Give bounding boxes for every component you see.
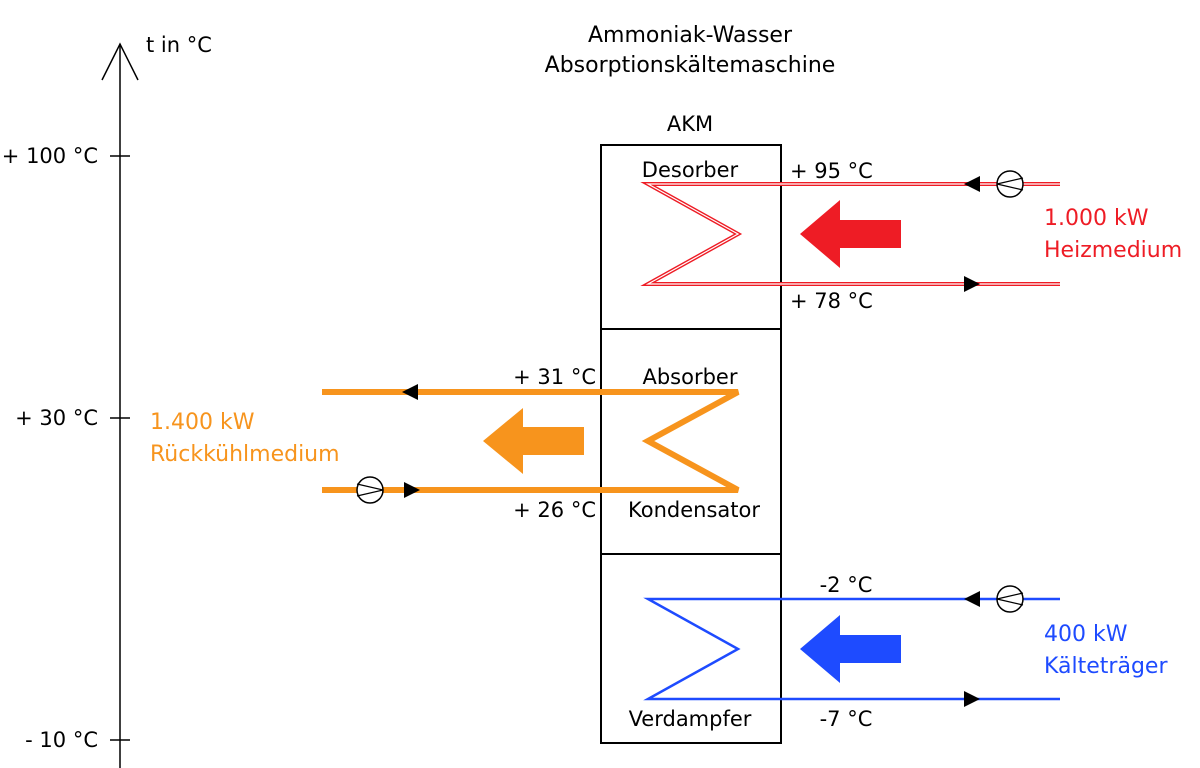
pump-icon xyxy=(356,476,384,504)
cooling-power: 1.400 kW xyxy=(150,410,255,435)
pump-icon xyxy=(996,170,1024,198)
title-line-2: Absorptionskältemaschine xyxy=(545,53,836,78)
flow-arrow-icon xyxy=(964,591,980,607)
cooling-return-circuit xyxy=(322,384,740,504)
heat-flow-arrow-icon xyxy=(800,615,901,683)
heat-flow-arrow-icon xyxy=(483,408,584,474)
flow-arrow-icon xyxy=(404,482,420,498)
flow-arrow-icon xyxy=(402,384,418,400)
flow-arrow-icon xyxy=(964,176,980,192)
axis-tick-minus-10: - 10 °C xyxy=(25,728,98,752)
pump-icon xyxy=(996,585,1024,613)
evaporator-label: Verdampfer xyxy=(629,707,752,731)
machine-label: AKM xyxy=(667,112,713,136)
chilled-medium: Kälteträger xyxy=(1044,654,1168,679)
axis-tick-30: + 30 °C xyxy=(15,406,98,430)
heating-circuit xyxy=(640,170,1060,292)
heat-flow-arrow-icon xyxy=(800,200,901,268)
cooling-t-out: + 31 °C xyxy=(513,365,596,389)
chilled-power: 400 kW xyxy=(1044,622,1128,647)
absorber-label: Absorber xyxy=(642,365,737,389)
flow-arrow-icon xyxy=(964,276,980,292)
flow-arrow-icon xyxy=(964,691,980,707)
cooling-medium: Rückkühlmedium xyxy=(150,442,340,467)
axis-tick-100: + 100 °C xyxy=(2,144,98,168)
heating-t-out: + 78 °C xyxy=(790,289,873,313)
title-line-1: Ammoniak-Wasser xyxy=(588,23,793,48)
cooling-t-in: + 26 °C xyxy=(513,498,596,522)
axis-label: t in °C xyxy=(146,33,212,57)
temperature-axis xyxy=(101,42,139,768)
chilled-t-out: -7 °C xyxy=(820,707,873,731)
condenser-label: Kondensator xyxy=(628,498,760,522)
heating-power: 1.000 kW xyxy=(1044,206,1149,231)
machine-box xyxy=(600,144,782,744)
axis-arrow-icon xyxy=(101,42,139,81)
heating-t-in: + 95 °C xyxy=(790,159,873,183)
chilled-t-in: -2 °C xyxy=(820,573,873,597)
heating-medium: Heizmedium xyxy=(1044,238,1182,263)
desorber-label: Desorber xyxy=(642,158,739,182)
chilled-circuit xyxy=(643,585,1060,707)
